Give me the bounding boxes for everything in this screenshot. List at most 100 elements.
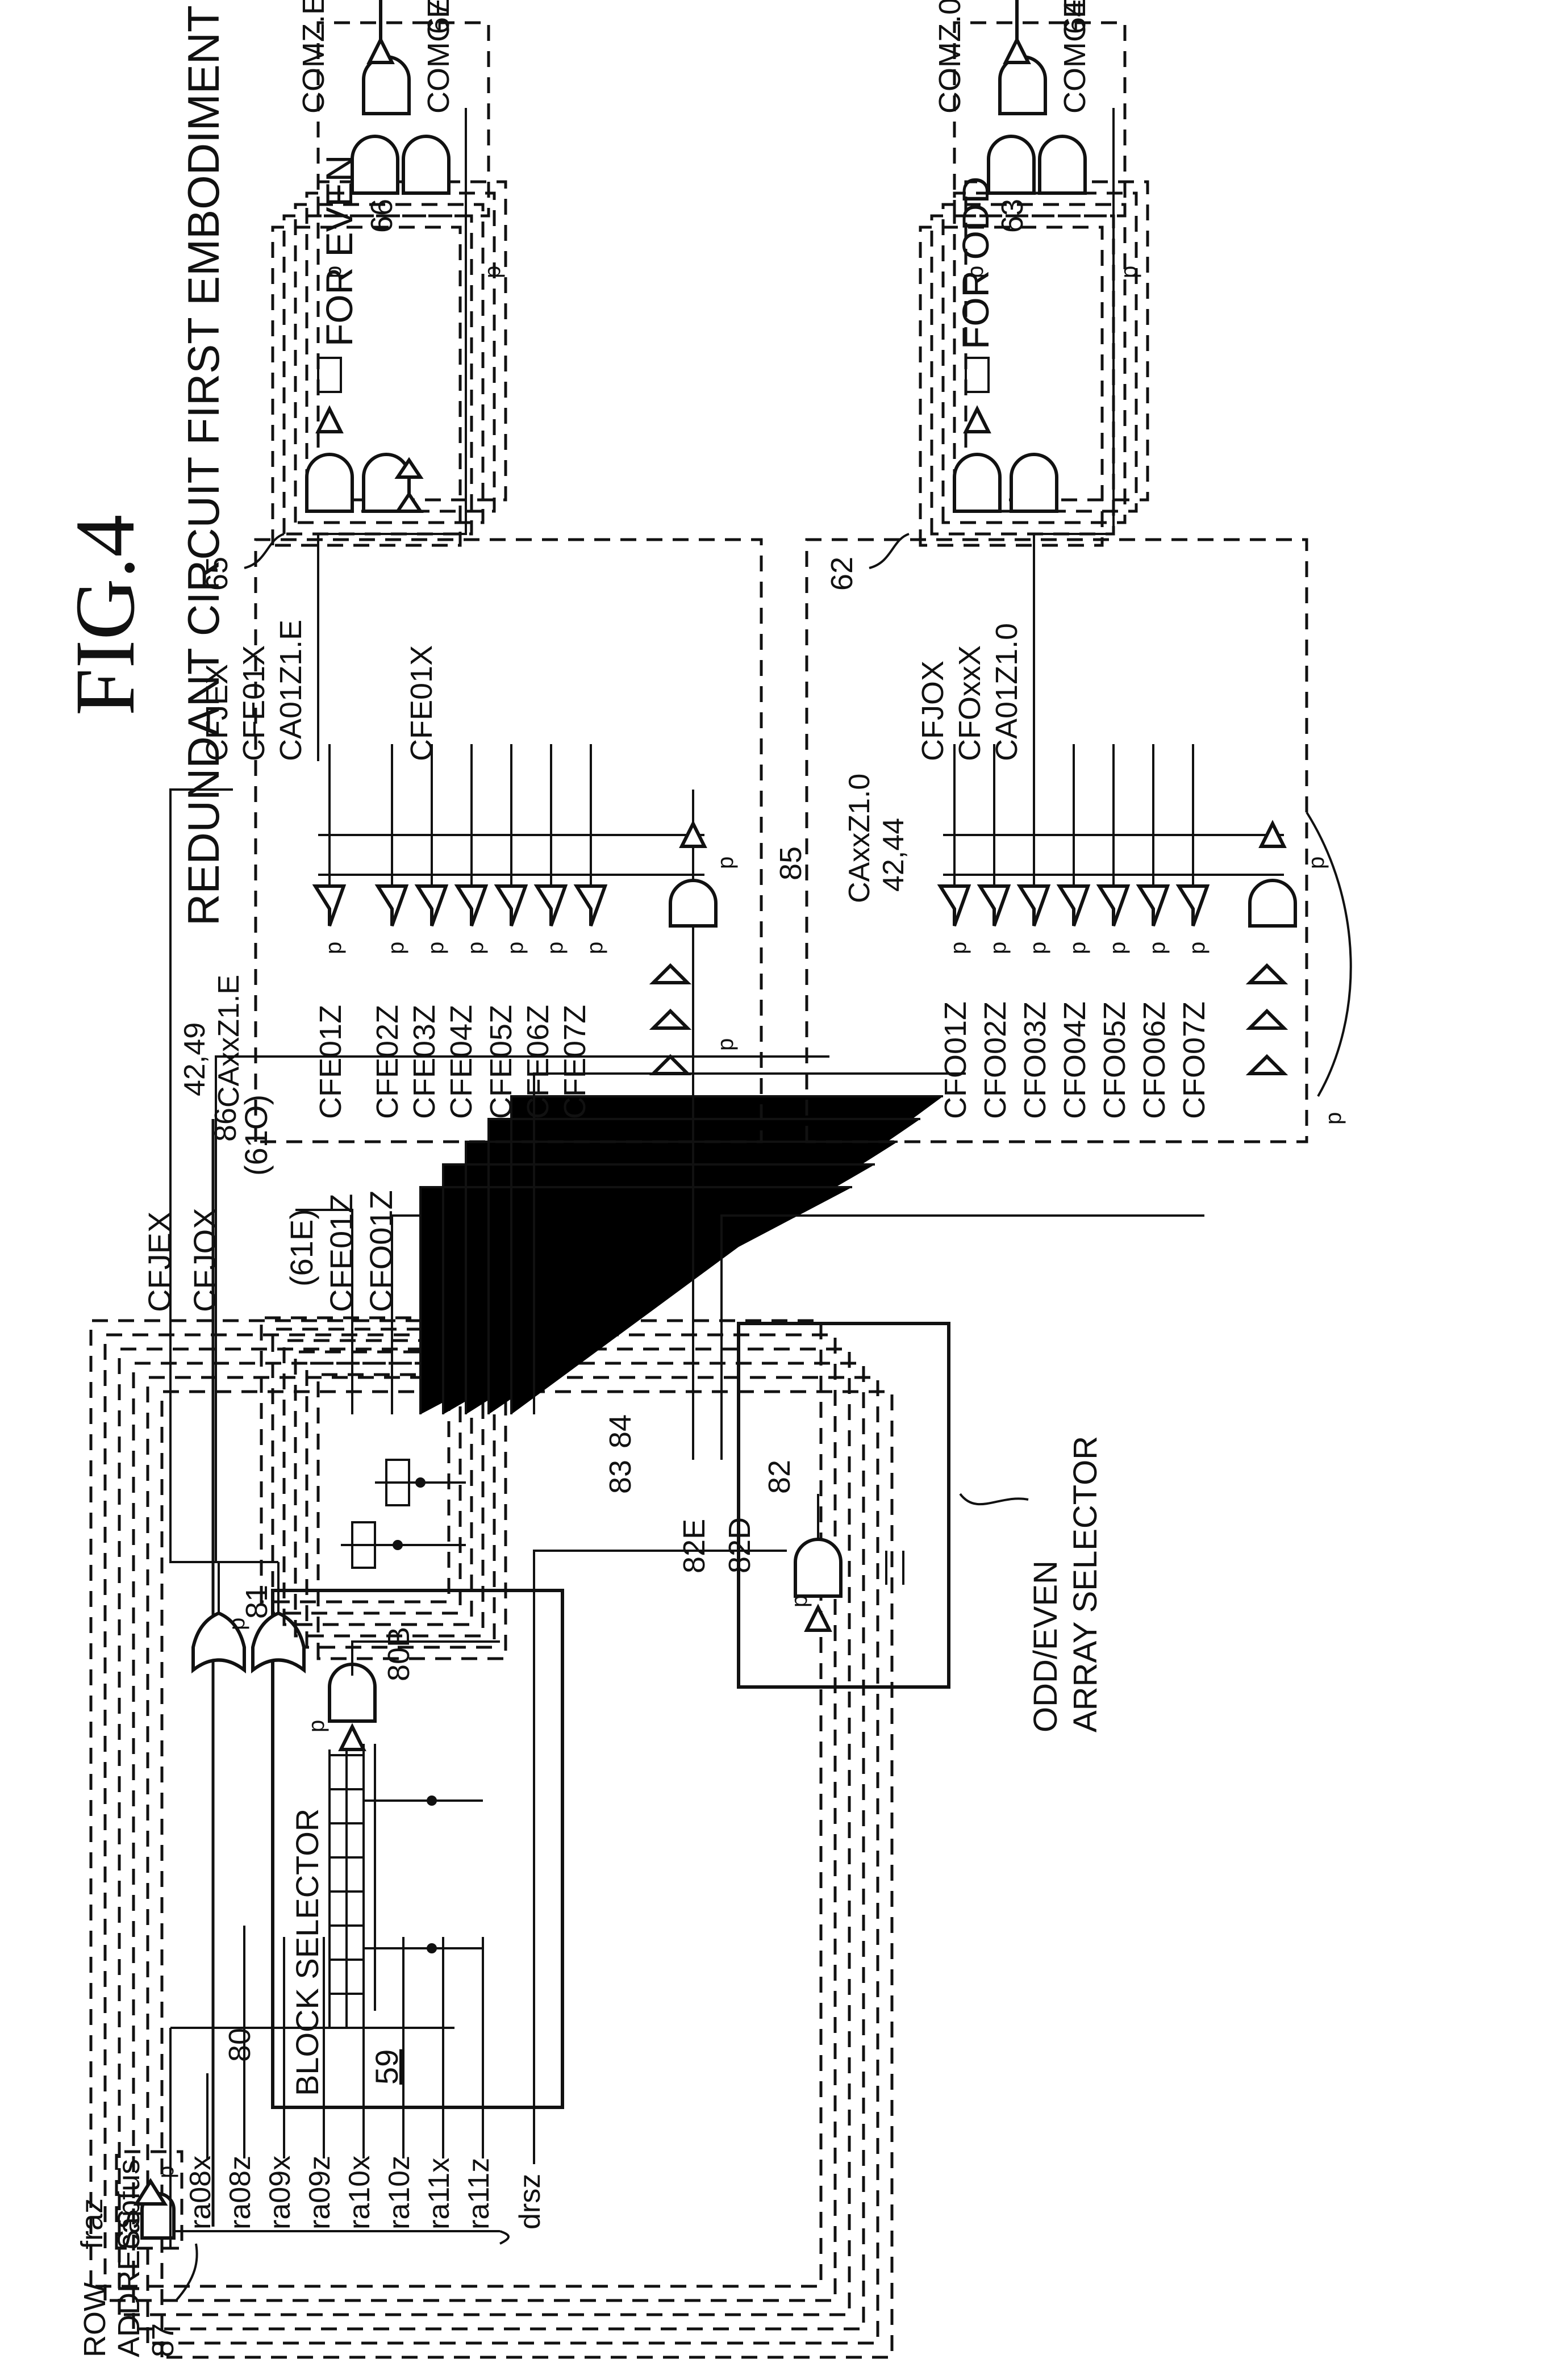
or-gates-cfj: p <box>169 1380 306 1674</box>
even-signal-cfe01x: CFE01X <box>237 645 271 761</box>
power-p-e9: p <box>713 857 738 869</box>
power-p-e2: p <box>383 942 408 954</box>
ref-84: 84 <box>603 1414 637 1448</box>
even-block-stack <box>271 180 507 547</box>
fuse-select-stack <box>260 1316 507 1660</box>
odd-fuse-bank-box <box>805 538 1308 1143</box>
address-line-ra10x: ra10x <box>343 2156 376 2229</box>
odd-fuse-4: CFO04Z <box>1058 1001 1092 1119</box>
power-p-o4: p <box>1065 942 1090 954</box>
bus-ref-61e: (61E) <box>283 1209 319 1287</box>
ref-83: 83 <box>603 1460 637 1494</box>
address-lines: ra08x ra08z ra09x ra09z ra10x ra10z ra11… <box>153 1119 787 2245</box>
power-p-c1: p <box>321 266 346 278</box>
block-selector-label: BLOCK SELECTOR <box>289 1809 325 2096</box>
power-p-c3: p <box>963 266 988 278</box>
power-p-o7: p <box>1185 942 1210 954</box>
power-p-e1: p <box>321 942 346 954</box>
odd-even-selector-gates: p <box>787 1494 904 1632</box>
power-p-e8: p <box>713 1038 738 1051</box>
leader-87 <box>175 2243 198 2302</box>
power-p-e5: p <box>503 942 528 954</box>
ref-82: 82 <box>762 1460 796 1494</box>
odd-fuse-7: CFO07Z <box>1177 1001 1211 1119</box>
even-fuse-ref: 86 <box>208 1108 243 1142</box>
odd-signal-cfoxxx: CFOxxX <box>953 645 987 761</box>
even-fuse-5: CFE05Z <box>484 1005 518 1119</box>
odd-even-selector-label-1: ODD/EVEN <box>1027 1560 1064 1732</box>
even-fuse-2: CFE02Z <box>370 1005 404 1119</box>
even-signal-cfjex: CFJEX <box>200 664 234 761</box>
power-p-e6: p <box>543 942 568 954</box>
address-line-ra09x: ra09x <box>264 2156 297 2229</box>
odd-comgen-label: COMGEN <box>1058 0 1092 114</box>
address-line-ra08z: ra08z <box>224 2156 257 2229</box>
address-line-ra10z: ra10z <box>383 2156 416 2229</box>
ref-59: 59 <box>369 2049 404 2085</box>
odd-signal-ca01z10: CA01Z1.0 <box>990 623 1024 761</box>
ref-81: 81 <box>240 1585 274 1619</box>
power-p-e4: p <box>463 942 488 954</box>
power-p-3: p <box>224 1618 249 1630</box>
odd-comz: COMZ.0 <box>933 0 967 114</box>
odd-fuse-6: CFO06Z <box>1137 1001 1171 1119</box>
address-line-ra09z: ra09z <box>303 2156 336 2229</box>
odd-fuse-5: CFO05Z <box>1098 1001 1132 1119</box>
even-comgen-ref: 67 <box>422 0 456 34</box>
even-comgen <box>316 0 490 218</box>
odd-comgen <box>953 0 1127 218</box>
bus-cfjox: CFJOX <box>187 1208 223 1312</box>
power-p-4: p <box>787 1595 812 1607</box>
figure-title: FIG.4 <box>58 515 152 716</box>
power-p-o8: p <box>1321 1112 1346 1125</box>
bus-cfe01z: CFE01Z <box>323 1194 359 1313</box>
odd-block-ref: 62 <box>825 557 859 591</box>
odd-caxx-refs: 42,44 <box>877 818 910 892</box>
even-fuse-4: CFE04Z <box>444 1005 478 1119</box>
odd-comgen-ref: 64 <box>1058 0 1092 34</box>
even-block-ref: 65 <box>200 557 234 591</box>
odd-fuse-3: CFO03Z <box>1018 1001 1052 1119</box>
block-selector-transistor-ladder: p <box>304 1663 483 2028</box>
odd-fuse-transistors: p p p p p p p p p <box>937 744 1352 1125</box>
even-comz: COMZ.E <box>297 0 331 114</box>
even-fuse-1: CFE01Z <box>314 1005 348 1119</box>
even-fuse-7: CFE07Z <box>558 1005 592 1119</box>
even-fuse-bank-box <box>254 538 763 1143</box>
row-address-label-1: ROW <box>78 2282 112 2357</box>
figure-subtitle: REDUNDANT CIRCUIT FIRST EMBODIMENT <box>178 5 228 926</box>
odd-fuse-1: CFO01Z <box>939 1001 973 1119</box>
odd-signal-cfjox: CFJOX <box>916 661 950 761</box>
odd-fuse-2: CFO02Z <box>978 1001 1012 1119</box>
even-fuse-transistors: p p p p p p p p p <box>312 744 738 1075</box>
power-p-o2: p <box>986 942 1011 954</box>
for-odd-label: FOR ODD <box>954 177 996 349</box>
power-p-2: p <box>304 1720 329 1732</box>
even-fuse-labels: CFE01Z CFE02Z CFE03Z CFE04Z CFE05Z CFE06… <box>314 1005 592 1119</box>
power-p-o5: p <box>1105 942 1130 954</box>
even-signal-cfe01x-2: CFE01X <box>404 645 439 761</box>
even-comgen-label: COMGEN <box>422 0 456 114</box>
power-p-o3: p <box>1025 942 1050 954</box>
drsz-label: drsz <box>514 2174 547 2229</box>
power-p-o9: p <box>1304 857 1329 869</box>
stacked-block-outlines <box>89 1319 894 2359</box>
even-caxx-refs: 42,49 <box>178 1022 211 1096</box>
block-selector-box <box>271 1589 564 2109</box>
address-line-ra08x: ra08x <box>184 2156 217 2229</box>
ref-80: 80 <box>223 2028 257 2062</box>
ref-87: 87 <box>146 2323 180 2357</box>
power-p-1: p <box>153 2166 178 2178</box>
odd-even-selector-box <box>737 1322 950 1689</box>
odd-caxx-label: CAxxZ1.0 <box>843 774 876 903</box>
bus-cfo01z: CFO01Z <box>363 1190 399 1312</box>
fuse-input-gate-box <box>115 2150 184 2250</box>
power-p-e3: p <box>423 942 448 954</box>
ref-82d: 82D <box>723 1517 757 1573</box>
power-p-o1: p <box>946 942 971 954</box>
even-caxx-label: CAxxZ1.E <box>212 975 245 1108</box>
odd-fuse-labels: CFO01Z CFO02Z CFO03Z CFO04Z CFO05Z CFO06… <box>939 1001 1211 1119</box>
ref-82e: 82E <box>677 1519 711 1573</box>
